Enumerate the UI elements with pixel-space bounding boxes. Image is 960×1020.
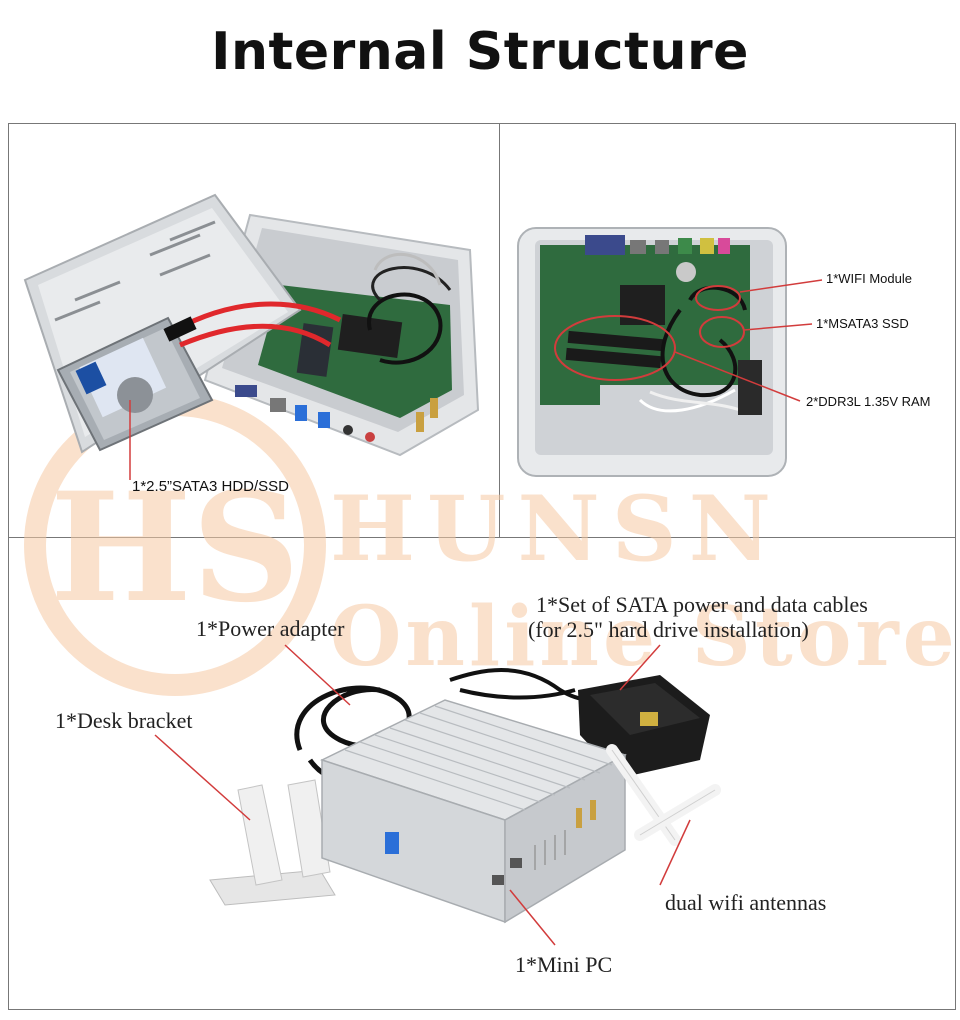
case-top-view-image — [517, 227, 823, 477]
sata-cables-note: (for 2.5" hard drive installation) — [528, 617, 809, 642]
wifi-antennas-label: dual wifi antennas — [665, 890, 827, 915]
panel-divider-vertical — [499, 123, 500, 538]
image-frame — [8, 123, 956, 1010]
ddr3l-ram-label: 2*DDR3L 1.35V RAM — [806, 394, 931, 409]
hdd-ssd-label: 1*2.5”SATA3 HDD/SSD — [132, 478, 289, 495]
sata-cables-label: 1*Set of SATA power and data cables — [536, 592, 868, 617]
mini-pc-label: 1*Mini PC — [515, 952, 613, 977]
desk-bracket-label: 1*Desk bracket — [55, 708, 193, 733]
package-contents-image — [154, 644, 721, 946]
panel-divider-horizontal — [8, 537, 956, 538]
msata-ssd-label: 1*MSATA3 SSD — [816, 316, 909, 331]
wifi-module-label: 1*WIFI Module — [826, 271, 912, 286]
power-adapter-label: 1*Power adapter — [196, 616, 345, 641]
open-case-with-hdd-image — [23, 193, 480, 480]
page-title: Internal Structure — [211, 22, 749, 82]
